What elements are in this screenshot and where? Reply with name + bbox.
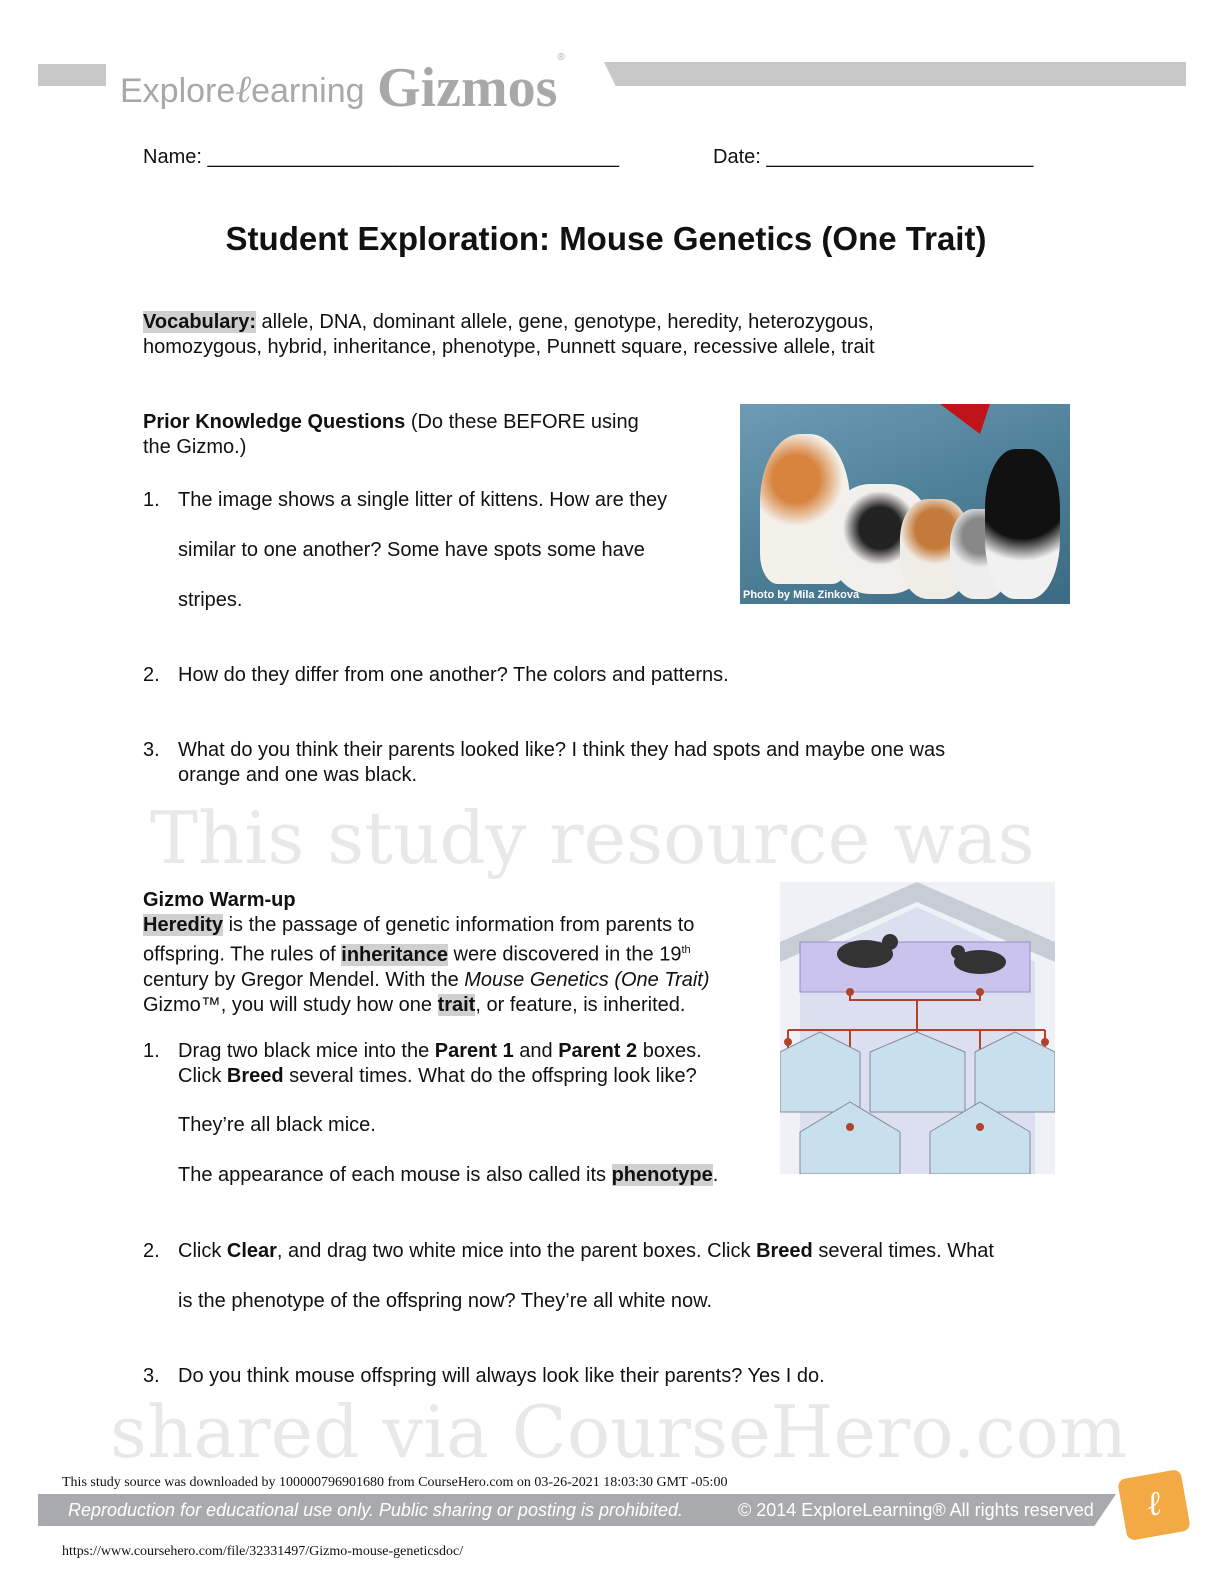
text: Drag two black mice into the (178, 1040, 435, 1062)
footer-bar (38, 1494, 1116, 1526)
text: several times. What (812, 1240, 994, 1262)
text: , or feature, is inherited. (475, 993, 686, 1016)
phenotype-line: The appearance of each mouse is also cal… (178, 1163, 718, 1188)
breed: Breed (756, 1240, 813, 1262)
parent2: Parent 2 (558, 1040, 638, 1062)
brand-learning: earning (251, 72, 365, 110)
prior-q1-line3: stripes. (178, 589, 243, 611)
q-number: 1. (143, 1040, 160, 1062)
download-notice: This study source was downloaded by 1000… (62, 1475, 728, 1490)
name-field[interactable]: Name: __________________________________… (143, 145, 619, 170)
text: several times. What do the offspring loo… (283, 1065, 697, 1087)
prior-q3-line2: orange and one was black. (178, 764, 418, 786)
el-logo: ℓ (1117, 1468, 1191, 1542)
text: . (712, 1164, 719, 1186)
q-number: 2. (143, 1240, 160, 1262)
footer-copyright: © 2014 ExploreLearning® All rights reser… (738, 1500, 1094, 1520)
vocab-line2: homozygous, hybrid, inheritance, phenoty… (143, 336, 875, 358)
q-number: 1. (143, 489, 160, 511)
text: offspring. The rules of (143, 943, 342, 966)
text: and (513, 1040, 559, 1062)
photo-credit: Photo by Mila Zinkova (743, 589, 860, 601)
warmup-q1: Drag two black mice into the Parent 1 an… (178, 1039, 702, 1089)
prior-heading: Prior Knowledge Questions (Do these BEFO… (143, 410, 639, 460)
text: is the passage of genetic information fr… (223, 914, 695, 936)
watermark-line2: shared via CourseHero.com (110, 1390, 1128, 1474)
term-trait: trait (437, 993, 476, 1016)
vocab-label: Vocabulary: (143, 311, 256, 333)
prior-q2: How do they differ from one another? The… (178, 664, 729, 686)
prior-note2: the Gizmo.) (143, 436, 247, 458)
breed: Breed (226, 1065, 284, 1087)
prior-title: Prior Knowledge Questions (143, 411, 406, 433)
date-field[interactable]: Date: ________________________ (713, 145, 1033, 170)
text: The appearance of each mouse is also cal… (178, 1164, 612, 1186)
prior-note: (Do these BEFORE using (405, 411, 639, 433)
watermark-line1: This study resource was (150, 796, 1035, 880)
footer-repro: Reproduction for educational use only. P… (68, 1500, 684, 1520)
name-line: _____________________________________ (207, 146, 620, 168)
text: Gizmo™, you will study how one (143, 993, 438, 1016)
text: Click (178, 1240, 227, 1262)
brand-gizmos: Gizmos (376, 57, 558, 119)
brand-script: ℓ (235, 67, 252, 111)
prior-q3-line1: What do you think their parents looked l… (178, 739, 946, 761)
date-label: Date: (713, 146, 767, 168)
date-line: ________________________ (766, 146, 1034, 168)
clear: Clear (226, 1240, 277, 1262)
kittens-photo: Photo by Mila Zinkova (740, 404, 1070, 604)
prior-q1-line2: similar to one another? Some have spots … (178, 539, 645, 561)
warmup-section: Gizmo Warm-up Heredity is the passage of… (143, 888, 710, 1018)
text: boxes. (637, 1040, 702, 1062)
gizmo-name: Mouse Genetics (One Trait) (464, 968, 710, 991)
text: Click (178, 1065, 227, 1087)
brand-logo: Exploreℓearning Gizmos® (120, 52, 565, 119)
prior-q1-line1: The image shows a single litter of kitte… (178, 489, 668, 511)
q-number: 2. (143, 664, 160, 686)
text: century by Gregor Mendel. With the (143, 968, 465, 991)
warmup-q1-answer: They’re all black mice. (178, 1114, 376, 1136)
brand-explore: Explore (120, 72, 236, 110)
name-label: Name: (143, 146, 208, 168)
text: , and drag two white mice into the paren… (276, 1240, 757, 1262)
vocabulary: Vocabulary: allele, DNA, dominant allele… (143, 310, 875, 360)
warmup-q2-line2: is the phenotype of the offspring now? T… (178, 1290, 713, 1312)
warmup-heading: Gizmo Warm-up (143, 889, 296, 911)
warmup-q3: Do you think mouse offspring will always… (178, 1365, 825, 1387)
term-inheritance: inheritance (341, 943, 448, 966)
header-bar-right (604, 62, 1186, 86)
term-heredity: Heredity (143, 914, 224, 936)
parent1: Parent 1 (434, 1040, 514, 1062)
q-number: 3. (143, 739, 160, 761)
gizmo-mouse-diagram (780, 882, 1055, 1174)
text: were discovered in the 19 (447, 943, 682, 966)
vocab-line1: allele, DNA, dominant allele, gene, geno… (256, 311, 874, 333)
term-phenotype: phenotype (611, 1164, 713, 1186)
brand-reg: ® (557, 52, 565, 63)
source-url[interactable]: https://www.coursehero.com/file/32331497… (62, 1544, 464, 1559)
warmup-q2: Click Clear, and drag two white mice int… (178, 1239, 994, 1264)
q-number: 3. (143, 1365, 160, 1387)
page-title: Student Exploration: Mouse Genetics (One… (225, 220, 987, 257)
superscript: th (681, 944, 691, 956)
header-bar-left (38, 64, 106, 86)
